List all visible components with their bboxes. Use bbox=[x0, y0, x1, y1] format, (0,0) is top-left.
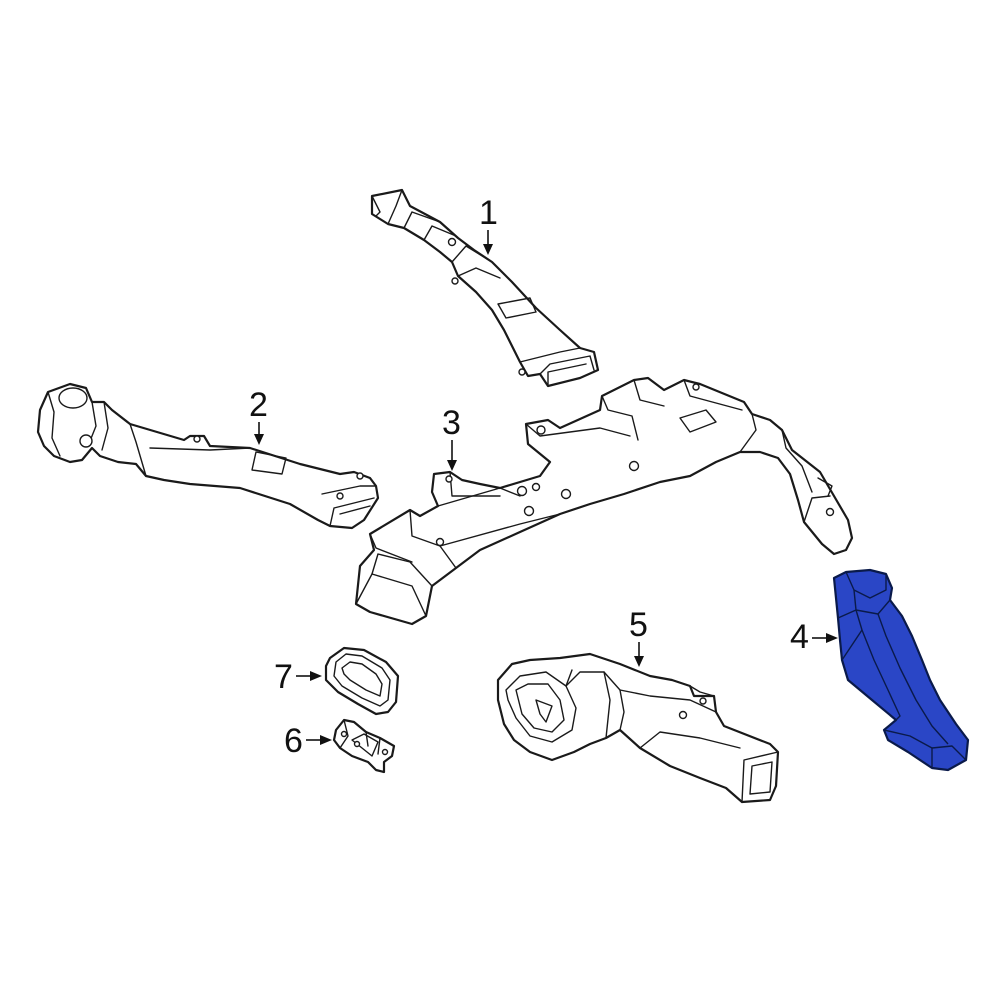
part-3-center-duct[interactable] bbox=[354, 376, 854, 626]
part-5-duct[interactable] bbox=[496, 652, 780, 804]
callout-label-3: 3 bbox=[442, 404, 461, 442]
callout-3: 3 bbox=[442, 404, 461, 471]
callout-label-4: 4 bbox=[790, 618, 809, 656]
callout-2: 2 bbox=[249, 386, 268, 445]
callout-label-5: 5 bbox=[629, 606, 648, 644]
callout-label-1: 1 bbox=[479, 194, 498, 232]
part-1-duct[interactable] bbox=[370, 188, 600, 388]
callout-7: 7 bbox=[274, 658, 322, 696]
callout-4: 4 bbox=[790, 618, 838, 656]
callout-label-2: 2 bbox=[249, 386, 268, 424]
callout-label-7: 7 bbox=[274, 658, 293, 696]
part-6-clip[interactable] bbox=[332, 718, 396, 774]
callout-1: 1 bbox=[479, 194, 498, 255]
part-4-duct-highlighted[interactable] bbox=[832, 568, 970, 772]
part-2-duct[interactable] bbox=[36, 382, 380, 530]
callout-5: 5 bbox=[629, 606, 648, 667]
part-7-ring[interactable] bbox=[324, 646, 400, 716]
callout-6: 6 bbox=[284, 722, 332, 760]
callout-label-6: 6 bbox=[284, 722, 303, 760]
